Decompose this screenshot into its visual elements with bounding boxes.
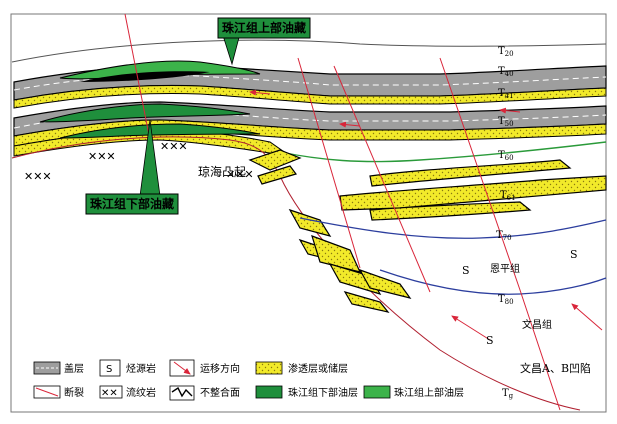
horizon-label-t40: T40 xyxy=(498,66,514,78)
legend: 盖层 S 烃源岩 运移方向 渗透层或储层 断裂 ✕✕ 流纹岩 xyxy=(34,360,464,400)
lower-reservoir-label: 珠江组下部油藏 xyxy=(90,196,174,211)
svg-text:✕✕✕: ✕✕✕ xyxy=(24,170,52,183)
legend-item-lower-oil: 珠江组下部油层 xyxy=(256,386,358,399)
surface-line xyxy=(12,40,606,62)
source-s3: S xyxy=(486,334,494,347)
depression-label: 文昌A、B凹陷 xyxy=(520,361,591,375)
horizon-label-t20: T20 xyxy=(498,46,514,58)
upper-reservoir-label: 珠江组上部油藏 xyxy=(222,20,306,35)
uplift-label: 琼海凸起 xyxy=(198,164,246,179)
unconformity-line xyxy=(280,142,606,162)
legend-item-rhyolite: ✕✕ 流纹岩 xyxy=(100,386,156,399)
legend-item-migration: 运移方向 xyxy=(170,360,240,376)
legend-label-seal: 盖层 xyxy=(64,362,84,375)
legend-label-rhyolite: 流纹岩 xyxy=(126,386,156,399)
legend-label-reservoir: 渗透层或储层 xyxy=(288,362,348,375)
source-s1: S xyxy=(462,264,470,277)
svg-text:✕✕✕: ✕✕✕ xyxy=(88,150,116,163)
legend-label-lower-oil: 珠江组下部油层 xyxy=(288,386,358,399)
wenchang-label: 文昌组 xyxy=(522,318,552,331)
svg-text:✕✕✕: ✕✕✕ xyxy=(160,140,188,153)
source-s2: S xyxy=(570,248,578,261)
legend-label-fault: 断裂 xyxy=(64,386,84,399)
rhyolite-icon: ✕✕ xyxy=(101,388,118,399)
legend-item-source: S 烃源岩 xyxy=(100,360,156,376)
legend-source-symbol: S xyxy=(106,364,112,375)
horizon-label-t70: T70 xyxy=(496,230,512,242)
legend-label-unconformity: 不整合面 xyxy=(200,386,240,399)
legend-label-upper-oil: 珠江组上部油层 xyxy=(394,386,464,399)
enping-label: 恩平组 xyxy=(490,262,520,275)
legend-label-source: 烃源岩 xyxy=(126,362,156,375)
horizon-label-tg: Tg xyxy=(502,388,514,400)
legend-item-fault: 断裂 xyxy=(34,386,84,399)
legend-label-migration: 运移方向 xyxy=(200,362,240,375)
horizon-label-t80: T80 xyxy=(498,294,514,306)
legend-item-seal: 盖层 xyxy=(34,362,84,375)
legend-item-upper-oil: 珠江组上部油层 xyxy=(364,386,464,399)
legend-item-unconformity: 不整合面 xyxy=(170,386,240,400)
legend-item-reservoir: 渗透层或储层 xyxy=(256,362,348,375)
